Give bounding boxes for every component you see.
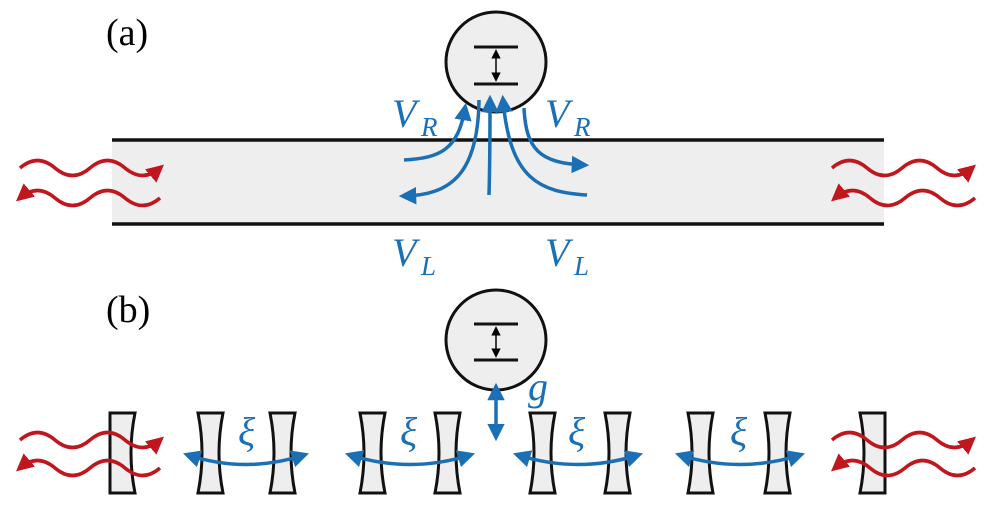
xi-label-3: ξ bbox=[568, 409, 586, 454]
wavy-photon-arrow-icon bbox=[16, 430, 977, 478]
panel-b-label: (b) bbox=[106, 289, 150, 331]
vl-right-sub: L bbox=[573, 251, 589, 281]
wavy-photon-arrow-icon bbox=[16, 158, 977, 208]
xi-labels: ξ ξ ξ ξ bbox=[238, 409, 748, 454]
two-level-atom-icon bbox=[444, 10, 548, 114]
coupling-arrows bbox=[398, 94, 590, 205]
waveguide bbox=[112, 138, 884, 226]
panel-a-label: (a) bbox=[106, 12, 148, 54]
g-label: g bbox=[528, 364, 548, 409]
vr-right-label: V bbox=[545, 91, 574, 136]
coupling-labels: V R V R V L V L bbox=[392, 91, 591, 281]
cavity-coupling-arrows bbox=[183, 450, 806, 468]
vr-left-label: V bbox=[392, 91, 421, 136]
vl-left-label: V bbox=[392, 230, 421, 275]
vl-right-label: V bbox=[545, 230, 574, 275]
xi-label-4: ξ bbox=[730, 409, 748, 454]
vr-left-sub: R bbox=[420, 112, 438, 142]
vr-right-sub: R bbox=[573, 112, 591, 142]
two-level-atom-icon bbox=[444, 288, 548, 392]
xi-label-2: ξ bbox=[400, 409, 418, 454]
xi-label-1: ξ bbox=[238, 409, 256, 454]
vl-left-sub: L bbox=[420, 251, 436, 281]
